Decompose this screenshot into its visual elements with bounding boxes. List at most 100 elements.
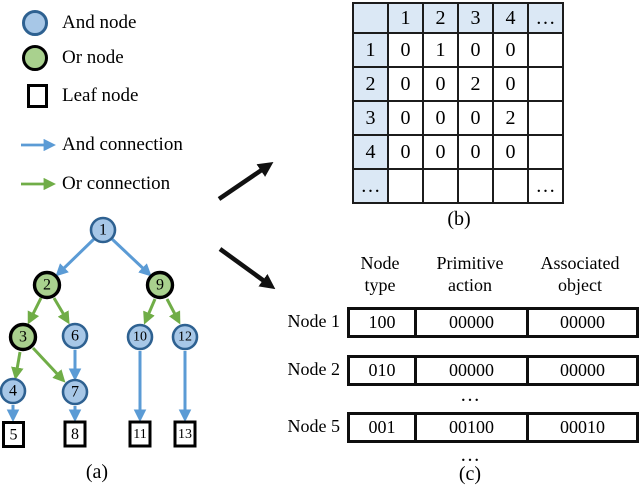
legend-label-leaf-node: Leaf node (62, 85, 139, 106)
node-type-value: 001 (368, 417, 396, 437)
node-type-value: 010 (368, 360, 396, 380)
leaf-node-icon (27, 84, 48, 108)
column-header-line: Node (360, 253, 400, 273)
or-node-9 (145, 270, 175, 300)
node-label-4: 4 (9, 383, 17, 400)
matrix-cell: 0 (387, 134, 424, 170)
matrix-cell: 0 (387, 66, 424, 102)
node-label-9: 9 (156, 277, 164, 294)
legend-label-or-node: Or node (62, 47, 124, 68)
matrix-cell: 0 (492, 134, 529, 170)
and-connection-arrow-icon (21, 138, 56, 152)
associated-object-value: 00000 (526, 358, 636, 383)
matrix-row-header: 2 (352, 66, 389, 102)
and-node-6 (61, 322, 89, 350)
and-node-10 (126, 323, 154, 351)
matrix-row-3: 3 0 0 0 2 (352, 100, 564, 136)
encoding-row-node-5: 001 00100 00010 (347, 412, 639, 443)
node-label-12: 12 (178, 330, 192, 345)
matrix-cell: … (527, 168, 564, 204)
leaf-node-8 (63, 420, 87, 448)
column-header-primitive-action: Primitive action (408, 252, 532, 296)
edge-1-9-and (110, 237, 152, 277)
matrix-row-header: 4 (352, 134, 389, 170)
or-connection-arrow-icon (21, 177, 56, 191)
leaf-node-11 (128, 420, 152, 448)
matrix-cell: 0 (492, 66, 529, 102)
legend-label-and-connection: And connection (62, 134, 183, 155)
column-header-line: Associated (540, 253, 620, 273)
table-ellipsis: … (460, 444, 480, 466)
edge-3-4-or (11, 351, 24, 380)
mapping-arrows (217, 161, 276, 290)
and-or-tree: 1 2 9 3 6 10 12 4 7 5 8 11 13 (0, 216, 199, 448)
leaf-node-5 (2, 421, 25, 448)
column-header-node-type: Node type (330, 252, 430, 296)
or-node-3 (8, 322, 38, 352)
and-node-icon (22, 10, 48, 36)
and-node-7 (61, 378, 89, 406)
caption-c: (c) (458, 463, 482, 485)
caption-b: (b) (447, 208, 471, 230)
node-label-7: 7 (71, 384, 79, 401)
leaf-label-5: 5 (10, 427, 18, 444)
matrix-col-header: … (527, 2, 564, 34)
legend-label-or-connection: Or connection (62, 173, 171, 194)
matrix-row-2: 2 0 0 2 0 (352, 66, 564, 102)
matrix-cell: 0 (387, 32, 424, 68)
primitive-action-value: 00000 (414, 310, 526, 335)
row-label-node-1: Node 1 (287, 311, 341, 331)
edge-9-10-or (143, 298, 157, 325)
column-header-associated-object: Associated object (520, 252, 640, 296)
matrix-cell: 0 (492, 32, 529, 68)
matrix-cell: 0 (422, 100, 459, 136)
matrix-cell (527, 134, 564, 170)
matrix-row-1: 1 0 1 0 0 (352, 32, 564, 68)
node-label-10: 10 (133, 330, 147, 345)
matrix-cell (457, 168, 494, 204)
matrix-row-4: 4 0 0 0 0 (352, 134, 564, 170)
matrix-corner-cell (352, 2, 389, 34)
associated-object-value: 00000 (526, 310, 636, 335)
leaf-node-13 (173, 420, 197, 448)
table-ellipsis: … (460, 384, 480, 406)
matrix-cell: 0 (387, 100, 424, 136)
encoding-row-node-1: 100 00000 00000 (347, 307, 639, 338)
tree-edges (6, 237, 192, 423)
node-label-3: 3 (19, 329, 27, 346)
node-type-value: 100 (368, 312, 396, 332)
column-header-line: Primitive (436, 253, 504, 273)
caption-a: (a) (85, 461, 109, 483)
matrix-cell: 0 (422, 66, 459, 102)
encoding-row-node-2: 010 00000 00000 (347, 355, 639, 386)
edge-2-3-or (27, 297, 43, 325)
node-label-6: 6 (71, 328, 79, 345)
leaf-label-8: 8 (71, 426, 79, 443)
matrix-cell: 2 (492, 100, 529, 136)
matrix-cell: 1 (422, 32, 459, 68)
and-node-1 (89, 216, 117, 244)
matrix-cell (492, 168, 529, 204)
matrix-cell: 0 (457, 32, 494, 68)
node-label-2: 2 (43, 277, 51, 294)
matrix-row-header: … (352, 168, 389, 204)
column-header-line: object (558, 275, 602, 295)
matrix-header-row: 1 2 3 4 … (352, 2, 564, 34)
leaf-label-11: 11 (133, 427, 146, 442)
matrix-col-header: 1 (387, 2, 424, 34)
matrix-row-header: 1 (352, 32, 389, 68)
legend: And node Or node Leaf node And connectio… (0, 0, 230, 205)
and-node-12 (171, 323, 199, 351)
primitive-action-value: 00000 (414, 358, 526, 383)
primitive-action-value: 00100 (414, 415, 526, 440)
matrix-row-header: 3 (352, 100, 389, 136)
matrix-cell: 2 (457, 66, 494, 102)
arrow-tree-to-table-icon (218, 247, 276, 290)
matrix-cell (422, 168, 459, 204)
matrix-cell: 0 (457, 134, 494, 170)
matrix-col-header: 4 (492, 2, 529, 34)
leaf-label-13: 13 (178, 427, 192, 442)
or-node-icon (22, 45, 48, 71)
matrix-cell (527, 66, 564, 102)
